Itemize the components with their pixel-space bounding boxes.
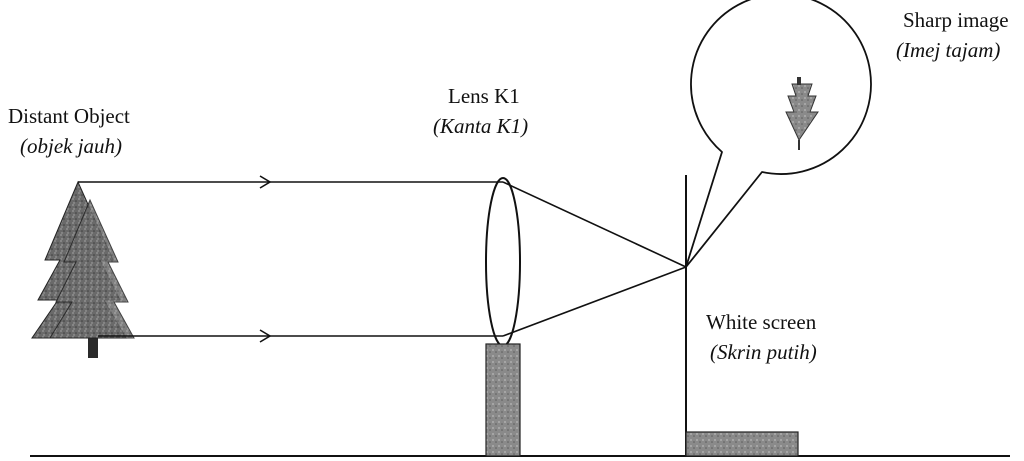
incoming-rays <box>78 175 503 343</box>
lens-label: Lens K1 <box>448 84 520 108</box>
inverted-tree-icon <box>785 77 819 150</box>
image-label-malay: (Imej tajam) <box>896 38 1001 62</box>
upper-converging-ray <box>502 181 687 268</box>
lens-holder <box>485 343 521 457</box>
screen-label-malay: (Skrin putih) <box>710 340 817 364</box>
upper-ray-arrow <box>259 175 272 189</box>
screen-base <box>685 431 799 457</box>
converging-rays <box>502 181 687 337</box>
object-label: Distant Object <box>8 104 130 128</box>
image-label: Sharp image <box>903 8 1009 32</box>
tree-icon <box>31 180 135 358</box>
lens-k1 <box>485 177 521 347</box>
object-label-malay: (objek jauh) <box>20 134 123 158</box>
callout-bubble <box>685 0 872 268</box>
lower-ray-arrow <box>259 329 272 343</box>
lens-label-malay: (Kanta K1) <box>433 114 529 138</box>
screen-label: White screen <box>706 310 817 334</box>
lower-converging-ray <box>502 266 687 337</box>
